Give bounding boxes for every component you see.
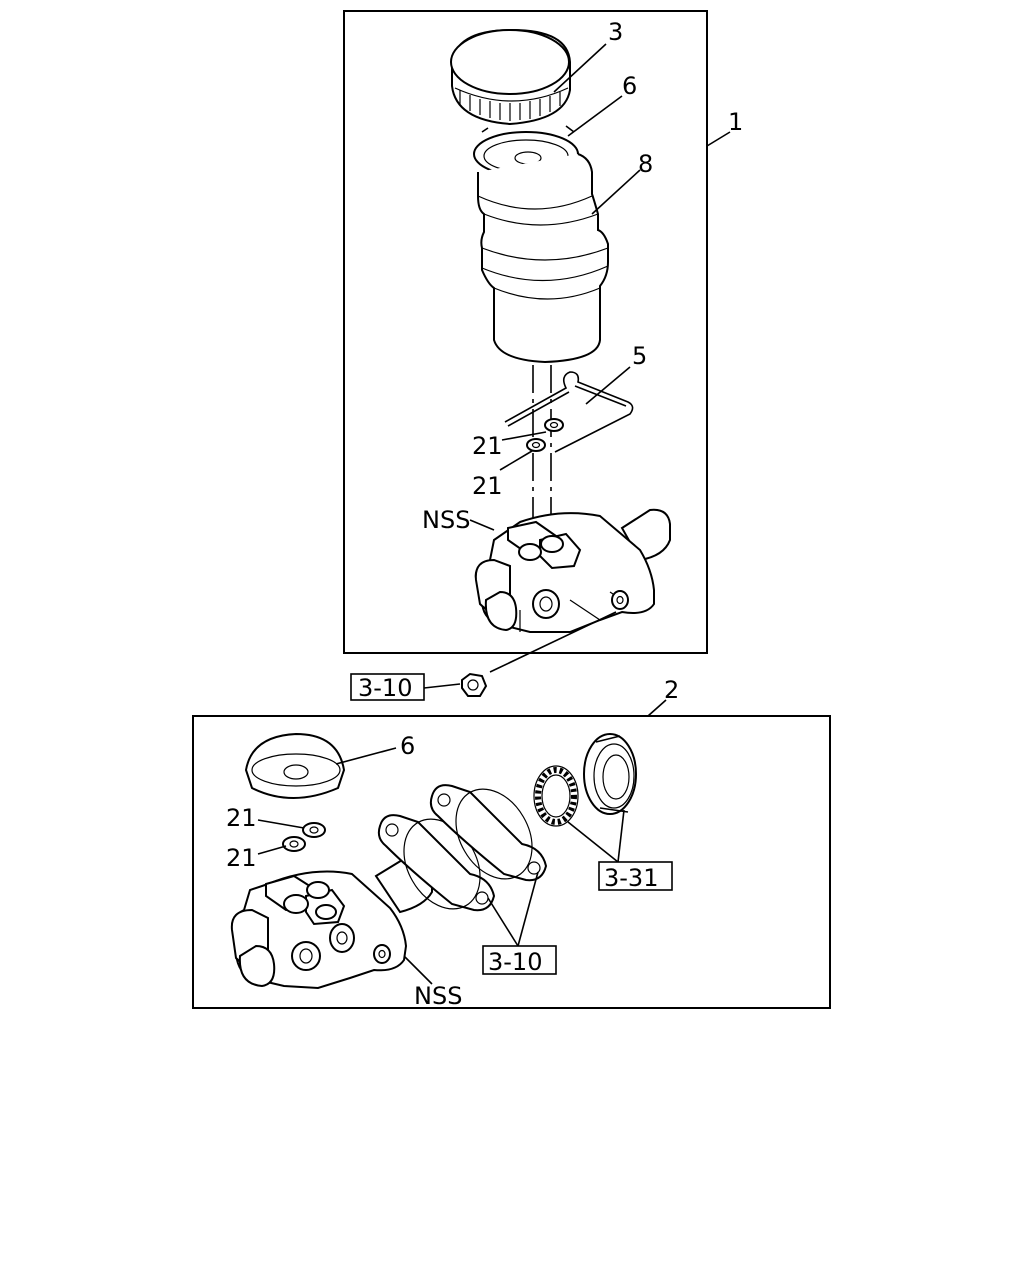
grommet-lower-a: [302, 822, 326, 838]
callout-5: 5: [632, 342, 647, 370]
callout-21-d: 21: [226, 844, 257, 872]
callout-3-10-nut: 3-10: [358, 674, 412, 702]
callout-6-lower: 6: [400, 732, 415, 760]
leader-assembly-2: [647, 699, 667, 717]
leader-lines-upper: [423, 43, 731, 689]
grommet-lower-b: [282, 836, 306, 852]
callout-6-upper: 6: [622, 72, 637, 100]
callout-8: 8: [638, 150, 653, 178]
snap-ring: [533, 765, 579, 827]
callout-1: 1: [728, 108, 743, 136]
callout-21-b: 21: [472, 472, 503, 500]
seal-ring-lower: [244, 732, 346, 799]
grommet-upper-b: [526, 438, 546, 452]
alignment-lines-upper: [532, 365, 552, 540]
callout-nss-upper: NSS: [422, 506, 470, 534]
master-cylinder-lower: [230, 852, 433, 990]
ref-box-3-10-gasket: [482, 945, 557, 975]
assembly-1-frame: [343, 10, 708, 654]
reservoir-body: [477, 153, 609, 364]
ref-box-3-31: [598, 861, 673, 891]
assembly-2-frame: [192, 715, 831, 1009]
master-cylinder-upper: [474, 508, 671, 633]
callout-nss-lower: NSS: [414, 982, 462, 1010]
retaining-clip: [504, 371, 634, 453]
callout-21-a: 21: [472, 432, 503, 460]
callout-3-10-gasket: 3-10: [488, 948, 542, 976]
gasket-rear: [429, 784, 548, 882]
oil-seal: [583, 733, 637, 815]
callout-21-c: 21: [226, 804, 257, 832]
grommet-upper-a: [544, 418, 564, 432]
mounting-nut: [461, 672, 488, 697]
callout-3: 3: [608, 18, 623, 46]
leader-lines-lower: [257, 747, 625, 985]
reservoir-cap: [450, 28, 571, 126]
callout-2: 2: [664, 676, 679, 704]
ref-box-3-10-nut: [350, 673, 425, 701]
callout-3-31: 3-31: [604, 864, 658, 892]
